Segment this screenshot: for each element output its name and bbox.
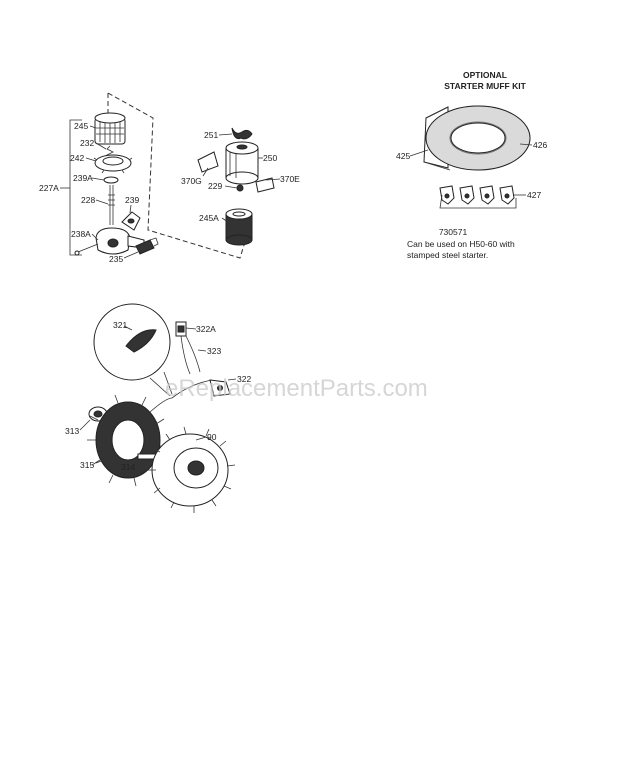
label-235: 235 [109, 254, 123, 264]
assembly-227A-outline [107, 92, 246, 259]
part-370E-decal [255, 177, 275, 193]
label-228: 228 [81, 195, 95, 205]
label-245: 245 [74, 121, 88, 131]
label-427: 427 [527, 190, 541, 200]
label-239: 239 [125, 195, 139, 205]
part-239-valve [121, 211, 141, 231]
part-321-magnifier [93, 303, 173, 397]
label-251: 251 [204, 130, 218, 140]
part-labels: 245 232 242 239A 227A 228 239 238A 235 2… [39, 70, 547, 472]
label-370G: 370G [181, 176, 202, 186]
part-322A-connector [175, 321, 187, 337]
ignition-group [79, 303, 237, 513]
kit-part-number: 730571 [439, 227, 468, 237]
label-250: 250 [263, 153, 277, 163]
label-426: 426 [533, 140, 547, 150]
label-314: 314 [121, 462, 135, 472]
part-90-flywheel [148, 426, 236, 513]
kit-title-line2: STARTER MUFF KIT [444, 81, 526, 91]
label-245A: 245A [199, 213, 219, 223]
label-315: 315 [80, 460, 94, 470]
part-250-filter-canister [225, 141, 259, 185]
part-228-stem [108, 185, 115, 225]
label-242: 242 [70, 153, 84, 163]
label-229: 229 [208, 181, 222, 191]
part-426-muff-ring [423, 105, 531, 171]
kit-title-line1: OPTIONAL [463, 70, 507, 80]
label-227A: 227A [39, 183, 59, 193]
part-242-cover [93, 154, 133, 174]
part-235-fitting [135, 237, 159, 255]
label-425: 425 [396, 151, 410, 161]
label-238A: 238A [71, 229, 91, 239]
label-321: 321 [113, 320, 127, 330]
label-239A: 239A [73, 173, 93, 183]
part-245A-foam-filter [225, 208, 253, 246]
label-370E: 370E [280, 174, 300, 184]
label-323: 323 [207, 346, 221, 356]
label-322A: 322A [196, 324, 216, 334]
part-239A-gasket [103, 176, 119, 184]
label-232: 232 [80, 138, 94, 148]
part-322-terminal [209, 379, 231, 397]
starter-muff-kit [409, 105, 533, 209]
label-322: 322 [237, 374, 251, 384]
part-245-screen-filter [94, 112, 126, 145]
kit-note-line2: stamped steel starter. [407, 250, 488, 260]
part-427-clips [439, 185, 515, 205]
part-370G-decal [197, 151, 219, 173]
fuel-filter-group [60, 92, 281, 259]
label-90: 90 [207, 432, 217, 442]
kit-note-line1: Can be used on H50-60 with [407, 239, 515, 249]
watermark: eReplacementParts.com [165, 375, 428, 402]
part-323-wires [171, 335, 213, 399]
part-251-wing-nut [231, 127, 253, 140]
label-313: 313 [65, 426, 79, 436]
part-229 [236, 184, 244, 192]
